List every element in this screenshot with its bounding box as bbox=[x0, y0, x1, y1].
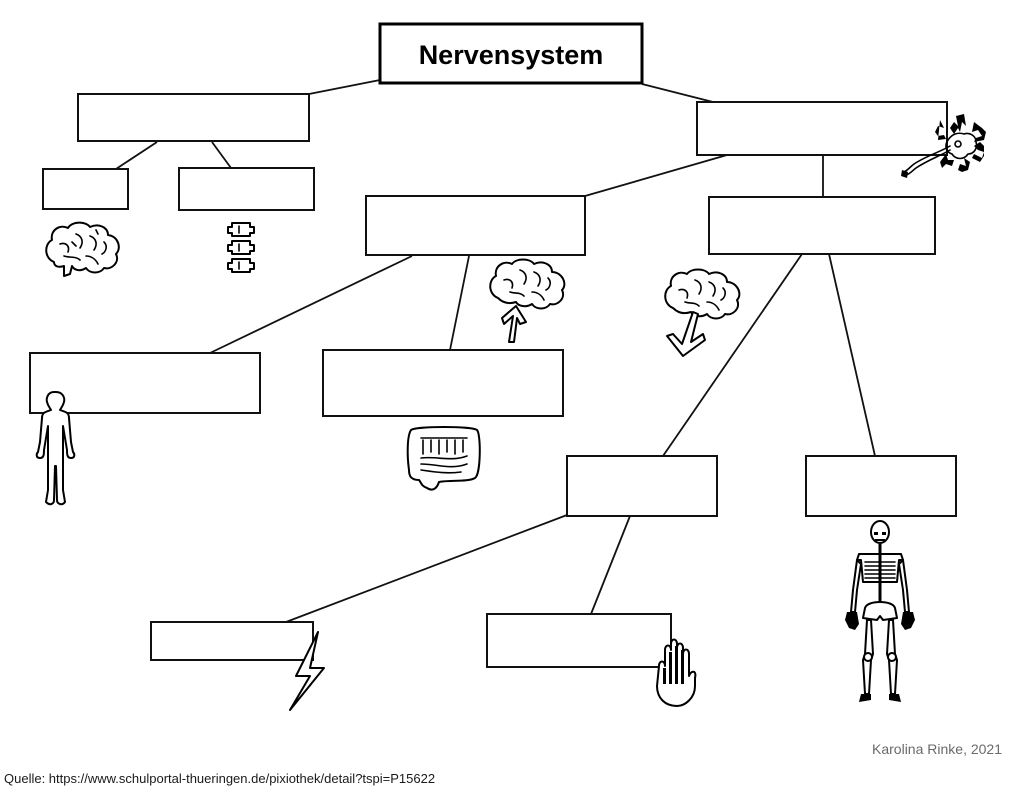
edge-right-2-right-2a bbox=[662, 253, 803, 457]
node-mid-2b[interactable] bbox=[322, 349, 564, 417]
edge-right-2a-right-2a-ii bbox=[590, 515, 631, 615]
source-citation: Quelle: https://www.schulportal-thuering… bbox=[4, 771, 436, 786]
edge-left-1-left-1a bbox=[115, 141, 158, 170]
node-left-1a[interactable] bbox=[42, 168, 129, 210]
node-right-1[interactable] bbox=[696, 101, 948, 156]
root-box bbox=[378, 22, 644, 85]
connectors bbox=[115, 79, 876, 623]
human-body-icon bbox=[35, 391, 76, 506]
edge-left-1-left-1b bbox=[211, 141, 232, 169]
brain-icon bbox=[45, 221, 120, 277]
spine-icon bbox=[227, 222, 255, 273]
edge-right-2-right-2b bbox=[828, 253, 876, 457]
node-left-1[interactable] bbox=[77, 93, 310, 142]
brain-arrow-up-icon bbox=[489, 258, 566, 343]
edge-mid-2-mid-2a bbox=[209, 255, 413, 354]
node-right-2a-i[interactable] bbox=[150, 621, 314, 661]
author-credit: Karolina Rinke, 2021 bbox=[872, 741, 1002, 757]
edge-right-1-mid-2 bbox=[584, 154, 728, 197]
edge-root-left-1 bbox=[308, 79, 381, 95]
diagram-title: Nervensystem bbox=[419, 40, 604, 70]
neuron-icon bbox=[901, 114, 986, 178]
node-mid-2a[interactable] bbox=[29, 352, 261, 414]
node-root: Nervensystem bbox=[378, 22, 644, 85]
node-right-2b[interactable] bbox=[805, 455, 957, 517]
hand-icon bbox=[656, 638, 697, 707]
node-right-2a-ii[interactable] bbox=[486, 613, 672, 668]
brain-arrow-down-icon bbox=[664, 268, 741, 357]
edge-root-right-1 bbox=[641, 83, 714, 103]
node-left-1b[interactable] bbox=[178, 167, 315, 211]
node-right-2[interactable] bbox=[708, 196, 936, 255]
node-right-2a[interactable] bbox=[566, 455, 718, 517]
edge-mid-2-mid-2b bbox=[449, 255, 470, 351]
skeleton-icon bbox=[845, 520, 915, 702]
lightning-icon bbox=[289, 631, 325, 711]
edge-right-2a-right-2a-i bbox=[285, 514, 568, 623]
intestine-icon bbox=[406, 426, 481, 491]
node-mid-2[interactable] bbox=[365, 195, 586, 256]
